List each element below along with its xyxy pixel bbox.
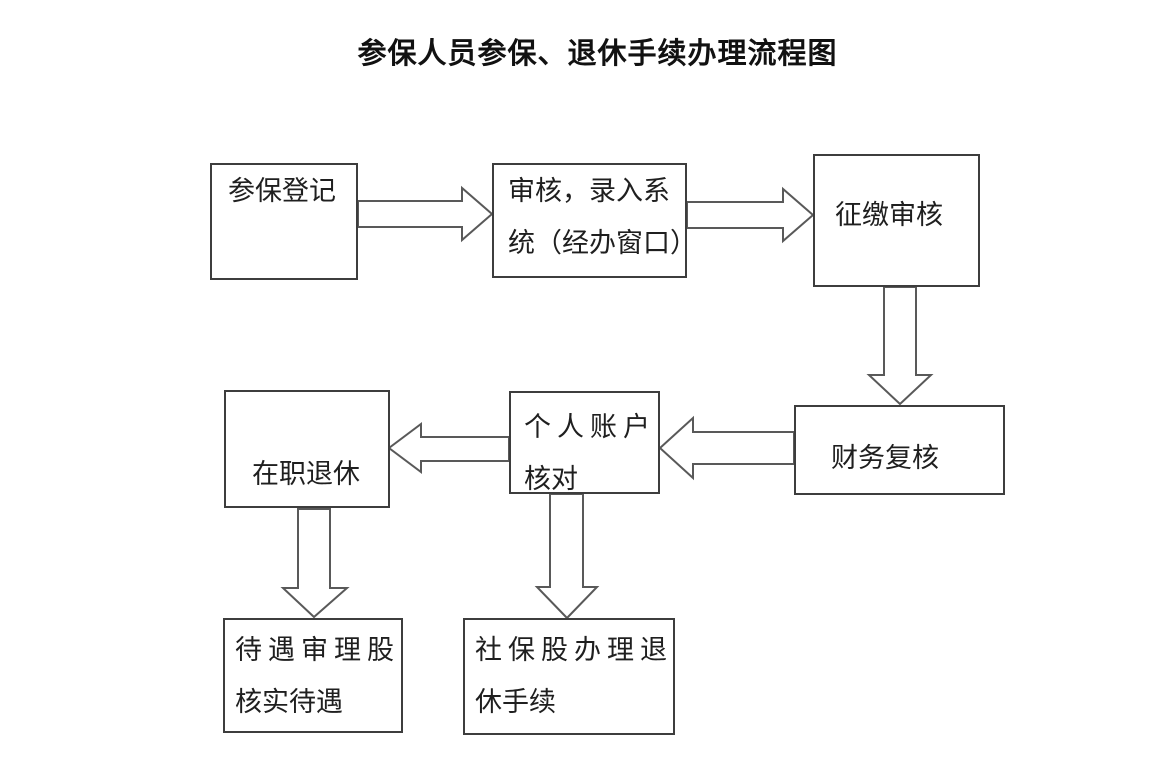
flow-box-review-system-entry: 审核，录入系 统（经办窗口） — [492, 163, 697, 278]
box-text: 个人账户 — [524, 412, 656, 442]
box-text: 财务复核 — [831, 443, 939, 473]
box-text: 征缴审核 — [835, 200, 943, 230]
box-text: 核实待遇 — [235, 687, 343, 717]
box-text: 核对 — [524, 464, 578, 494]
flow-box-finance-recheck: 财务复核 — [794, 405, 1005, 495]
arrow-review-to-collection-icon — [686, 186, 815, 244]
flow-box-enrollment-registration: 参保登记 — [210, 163, 358, 280]
arrow-collection-to-finance-icon — [866, 286, 934, 406]
box-text: 审核，录入系 — [508, 176, 670, 206]
page-title: 参保人员参保、退休手续办理流程图 — [357, 38, 838, 70]
box-text: 在职退休 — [252, 459, 360, 489]
arrow-registration-to-review-icon — [357, 185, 494, 243]
flow-box-benefit-audit-section: 待遇审理股 核实待遇 — [223, 618, 403, 733]
flow-box-social-security-retirement: 社保股办理退 休手续 — [463, 618, 675, 735]
box-text: 社保股办理退 — [475, 635, 673, 665]
box-text: 参保登记 — [228, 176, 336, 206]
flow-box-in-service-retirement: 在职退休 — [224, 390, 390, 508]
box-text: 统（经办窗口） — [508, 228, 697, 258]
flow-box-personal-account-check: 个人账户 核对 — [509, 391, 660, 494]
flow-box-levy-collection-review: 征缴审核 — [813, 154, 980, 287]
arrow-retirement-to-benefit-icon — [280, 508, 350, 619]
arrow-finance-to-account-check-icon — [658, 415, 795, 481]
box-text: 休手续 — [475, 687, 556, 717]
box-text: 待遇审理股 — [235, 635, 400, 665]
arrow-account-check-to-social-security-icon — [534, 493, 600, 620]
arrow-account-check-to-retirement-icon — [387, 422, 510, 474]
